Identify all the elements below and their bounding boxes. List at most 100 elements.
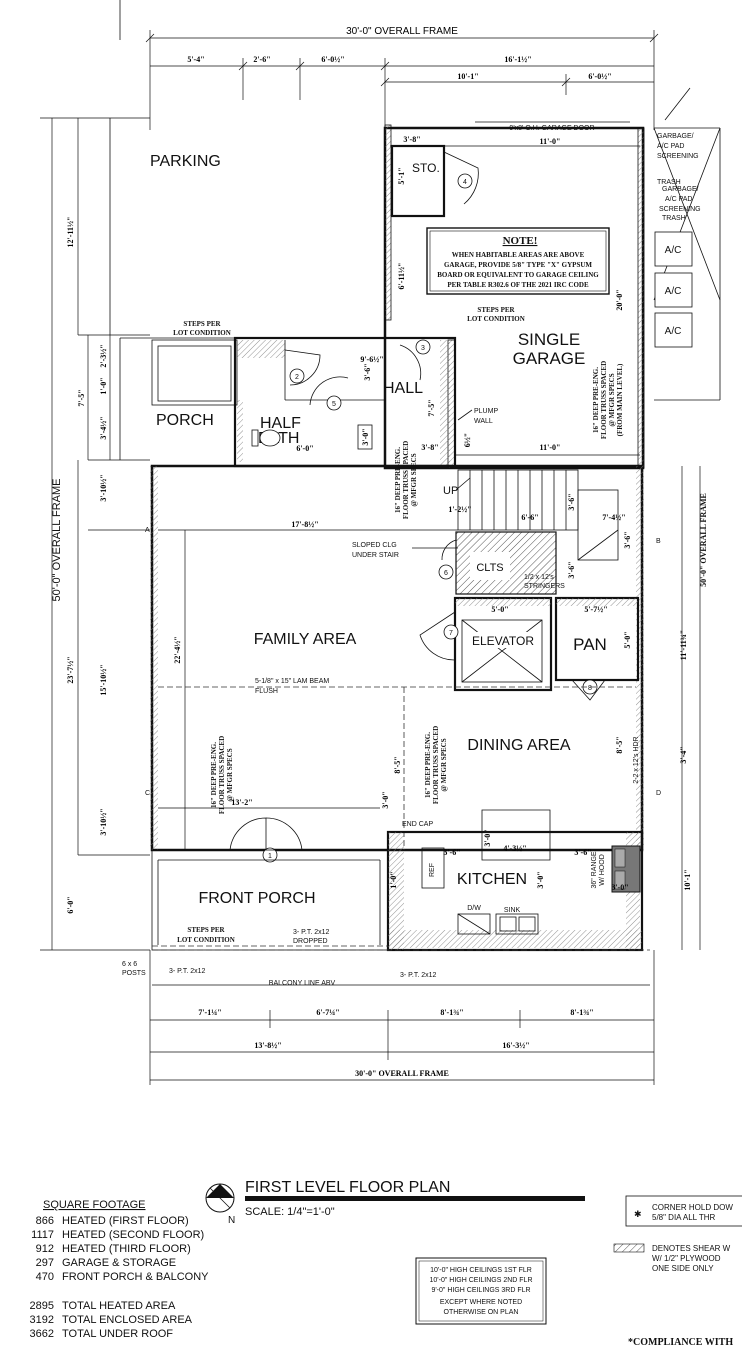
dim-bottom-3: 8'-1¾" bbox=[440, 1008, 463, 1017]
steps-garage-1: STEPS PER bbox=[477, 306, 515, 314]
sq-ft-heading: SQUARE FOOTAGE bbox=[43, 1199, 145, 1211]
truss-garage-2: FLOOR TRUSS SPACED bbox=[600, 361, 608, 439]
dim-top-2: 2'-6" bbox=[253, 55, 270, 64]
room-hall: HALL bbox=[383, 380, 423, 397]
dim-plump: 6½" bbox=[463, 433, 472, 447]
stringers-1: 1/2 x 12's bbox=[524, 574, 554, 581]
dim-bottom-6: 16'-3½" bbox=[502, 1041, 529, 1050]
note-line-1: WHEN HABITABLE AREAS ARE ABOVE bbox=[452, 251, 585, 259]
posts-label-1: 6 x 6 bbox=[122, 961, 137, 968]
dim-pan-width: 5'-7½" bbox=[584, 605, 607, 614]
dim-porch-width: 13'-2" bbox=[231, 798, 252, 807]
wall-tag-d-right: D bbox=[656, 790, 661, 797]
truss-porch-3: @ MFGR SPECS bbox=[226, 748, 234, 801]
square-footage-table: SQUARE FOOTAGE 866 HEATED (FIRST FLOOR) … bbox=[30, 1199, 210, 1340]
dim-left-5: 3'-4½" bbox=[99, 416, 108, 439]
sq-ft-value: 1117 bbox=[31, 1229, 54, 1241]
note-line-2: GARAGE, PROVIDE 5/8" TYPE "X" GYPSUM bbox=[444, 261, 592, 269]
door-tag-6: 6 bbox=[444, 570, 448, 577]
plan-title: FIRST LEVEL FLOOR PLAN bbox=[245, 1179, 450, 1196]
end-cap-label: END CAP bbox=[402, 821, 433, 828]
garage-area: 9'x8' O.H. GARAGE DOOR 3'-8" 11'-0" STO.… bbox=[383, 121, 645, 470]
dim-right-2: 3'-4" bbox=[679, 746, 688, 763]
room-parking: PARKING bbox=[150, 153, 221, 170]
dim-left-8: 15'-10½" bbox=[99, 664, 108, 695]
dim-left-9: 3'-10½" bbox=[99, 808, 108, 835]
hold-down-icon: ✱ bbox=[634, 1209, 642, 1219]
truss-family-1: 16" DEEP PRE-ENG. bbox=[394, 447, 402, 513]
dim-kitchen-2: 3'-6" bbox=[574, 848, 591, 857]
dim-bottom-2: 6'-7¼" bbox=[316, 1008, 339, 1017]
steps-lot-2: LOT CONDITION bbox=[173, 329, 231, 337]
sloped-clg-1: SLOPED CLG bbox=[352, 542, 397, 549]
door-tag-1: 1 bbox=[268, 853, 272, 860]
legend: ✱ CORNER HOLD DOW 5/8" DIA ALL THR DENOT… bbox=[613, 1195, 742, 1348]
dim-family-width: 17'-8½" bbox=[291, 520, 318, 529]
dim-left-4: 1'-0" bbox=[99, 377, 108, 394]
truss-garage-3: @ MFGR SPECS bbox=[608, 373, 616, 426]
sq-ft-label: HEATED (THIRD FLOOR) bbox=[62, 1243, 191, 1255]
stair-treads bbox=[469, 470, 567, 530]
toilet bbox=[259, 429, 281, 447]
room-elevator: ELEVATOR bbox=[472, 634, 534, 648]
wall-tag-a-left: A bbox=[145, 527, 150, 534]
legend-corner-2: 5/8" DIA ALL THR bbox=[652, 1213, 716, 1222]
dim-bottom-4: 8'-1¾" bbox=[570, 1008, 593, 1017]
dim-left-1: 12'-11½" bbox=[66, 217, 75, 248]
garbage-b-label-2: A/C PAD bbox=[665, 196, 693, 203]
overall-frame-left: 50'-0" OVERALL FRAME bbox=[51, 479, 63, 602]
bottom-dimensions: 7'-1¼" 6'-7¼" 8'-1¾" 8'-1¾" 13'-8½" 16'-… bbox=[149, 950, 655, 1085]
room-front-porch: FRONT PORCH bbox=[198, 890, 315, 907]
sq-ft-label: FRONT PORCH & BALCONY bbox=[62, 1271, 209, 1283]
right-dimensions: 50'-0" OVERALL FRAME 11'-11¾" 3'-4" bbox=[679, 466, 708, 950]
dim-left-3: 2'-3½" bbox=[99, 344, 108, 367]
compliance-note: *COMPLIANCE WITH bbox=[628, 1337, 733, 1348]
door-tag-4: 4 bbox=[463, 179, 467, 186]
dim-right-1: 11'-11¾" bbox=[679, 630, 688, 660]
dim-garage-wall: 6'-11½" bbox=[397, 263, 406, 290]
shear-wall-swatch bbox=[613, 1243, 645, 1253]
dim-dining-depth: 8'-5" bbox=[393, 756, 402, 773]
room-pan: PAN bbox=[573, 635, 607, 654]
truss-porch-2: FLOOR TRUSS SPACED bbox=[218, 736, 226, 814]
stringers-2: STRINGERS bbox=[524, 583, 565, 590]
dim-top-5: 10'-1" bbox=[457, 72, 478, 81]
note-box bbox=[426, 227, 610, 295]
ceiling-line-4: EXCEPT WHERE NOTED bbox=[440, 1299, 522, 1306]
legend-shear-2: W/ 1/2" PLYWOOD bbox=[652, 1254, 721, 1263]
dim-top-1: 5'-4" bbox=[187, 55, 204, 64]
dim-island-width: 4'-3½" bbox=[503, 844, 526, 853]
truss-garage-4: (FROM MAIN LEVEL) bbox=[616, 363, 624, 436]
garbage-b-label-1: GARBAGE/ bbox=[662, 186, 699, 193]
dim-stair-6: 3'-6" bbox=[623, 531, 632, 548]
note-title: NOTE! bbox=[503, 235, 538, 247]
pt-dropped-2: DROPPED bbox=[293, 938, 328, 945]
door-tag-7: 7 bbox=[449, 630, 453, 637]
dim-garage-depth: 20'-0" bbox=[615, 289, 624, 310]
garbage-label-2: A/C PAD bbox=[657, 143, 685, 150]
garbage-b-label-3: SCREENING bbox=[659, 206, 701, 213]
sq-ft-value: 866 bbox=[36, 1215, 54, 1227]
plump-wall-1: PLUMP bbox=[474, 408, 498, 415]
lam-beam-2: FLUSH bbox=[255, 688, 278, 695]
dim-hall-bottom: 3'-8" bbox=[421, 443, 438, 452]
pt-dropped-1: 3- P.T. 2x12 bbox=[293, 929, 330, 936]
dim-island: 3'-0" bbox=[483, 829, 492, 846]
overall-frame-bottom: 30'-0" OVERALL FRAME bbox=[355, 1069, 449, 1078]
balcony-label: BALCONY LINE ABV bbox=[269, 980, 336, 987]
room-porch: PORCH bbox=[156, 412, 214, 429]
dim-sto-width: 3'-8" bbox=[403, 135, 420, 144]
top-dimensions: 30'-0" OVERALL FRAME 5'-4" 2'-6" 6'-0½" … bbox=[145, 26, 659, 130]
truss-family-2: FLOOR TRUSS SPACED bbox=[402, 441, 410, 519]
truss-dining-3: @ MFGR SPECS bbox=[440, 738, 448, 791]
range-label-2: W/ HOOD bbox=[599, 854, 606, 886]
sto-door-swing bbox=[443, 151, 479, 205]
room-kitchen: KITCHEN bbox=[457, 871, 527, 888]
garbage-label-3: SCREENING bbox=[657, 153, 699, 160]
dim-left-7: 23'-7½" bbox=[66, 656, 75, 683]
room-sto: STO. bbox=[412, 161, 440, 175]
sloped-clg-2: UNDER STAIR bbox=[352, 552, 399, 559]
room-single-garage-2: GARAGE bbox=[513, 349, 586, 368]
dim-bottom-1: 7'-1¼" bbox=[198, 1008, 221, 1017]
ceiling-line-1: 10'-0" HIGH CEILINGS 1ST FLR bbox=[430, 1267, 532, 1274]
